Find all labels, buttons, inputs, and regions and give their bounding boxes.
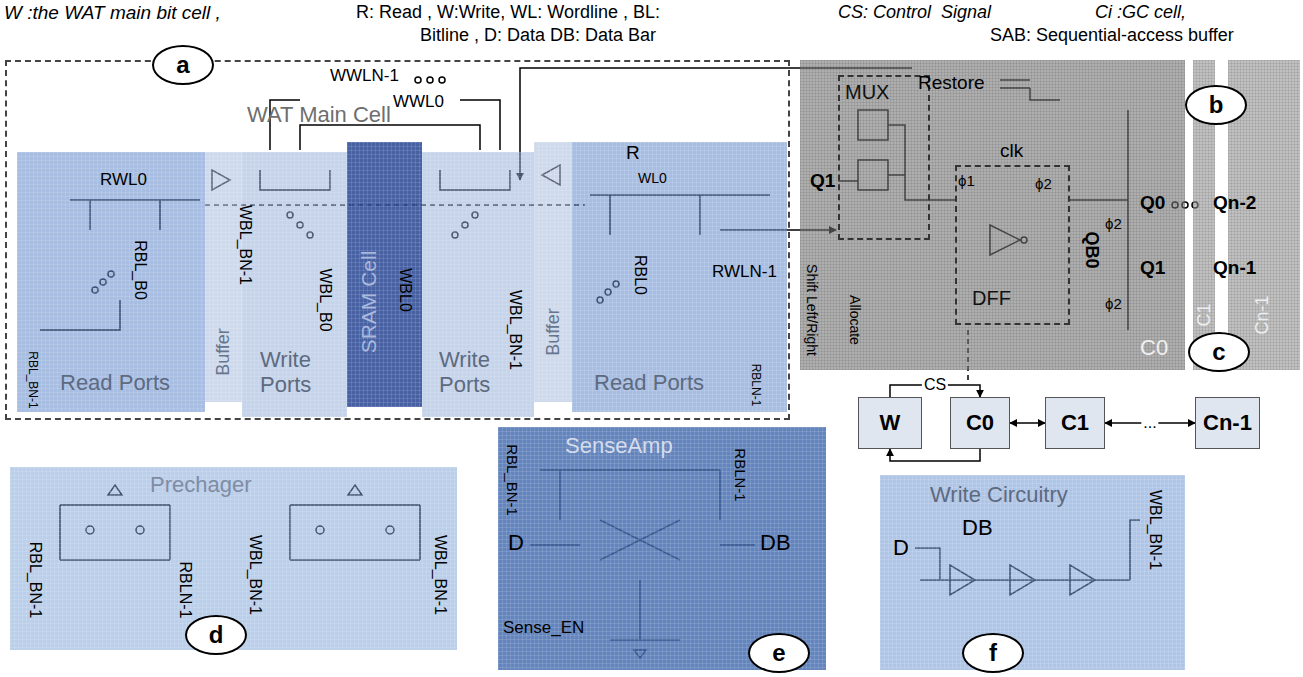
node-text: Buffer: [543, 308, 564, 356]
callout-circle: c: [1188, 332, 1250, 372]
signal-label: WWLN-1: [330, 66, 399, 86]
signal-label: Q1: [1140, 257, 1165, 279]
signal-label: DB: [962, 515, 993, 540]
circuit-stroke: [460, 100, 500, 150]
dashed-region: WAT Main CellRead PortsBufferWrite Ports…: [5, 60, 790, 420]
node-text: SRAM Cell: [357, 251, 381, 354]
signal-label: WBL_BN-1: [236, 205, 254, 285]
edge-label: ...: [1141, 414, 1158, 432]
signal-label: Qn-2: [1213, 192, 1256, 214]
node-text: Write Circuitry: [930, 482, 1068, 507]
signal-label: DB: [760, 530, 791, 555]
legend-note: Bitline , D: Data DB: Data Bar: [420, 25, 656, 46]
callout-circle: d: [185, 615, 247, 655]
connector-arrow: [1010, 422, 1045, 424]
node-text: c: [1212, 338, 1225, 366]
signal-label: Q1: [810, 170, 835, 192]
node-text: a: [176, 51, 189, 79]
edge-label: CS: [922, 376, 948, 394]
signal-label: RBL_BN-1: [503, 444, 520, 516]
node-text: C0: [1140, 335, 1168, 360]
circuit-stroke: [439, 77, 445, 83]
signal-label: QB0: [1082, 231, 1103, 268]
callout-circle: b: [1185, 85, 1247, 125]
signal-label: Q0: [1140, 192, 1165, 214]
signal-label: Restore: [918, 72, 985, 94]
signal-label: D: [893, 535, 909, 560]
node-text: d: [209, 621, 224, 649]
signal-label: RBLN-1: [731, 448, 748, 501]
signal-label: D: [508, 530, 524, 555]
node-text: Buffer: [213, 328, 234, 376]
signal-label: ϕ2: [1035, 175, 1052, 192]
node-text: WAT Main Cell: [247, 102, 391, 127]
signal-label: RBLN-1: [176, 562, 194, 619]
node-text: MUX: [845, 81, 889, 104]
signal-label: RBL_B0: [131, 240, 149, 300]
signal-label: ϕ2: [1105, 215, 1122, 232]
legend-note: Ci :GC cell,: [1095, 2, 1186, 23]
legend-note: R: Read , W:Write, WL: Wordline , BL:: [356, 2, 660, 23]
callout-circle: e: [748, 633, 810, 673]
signal-label: Qn-1: [1213, 257, 1256, 279]
node-text: e: [772, 639, 785, 667]
legend-note: SAB: Sequential-access buffer: [990, 25, 1234, 46]
node-text: Write Ports: [260, 347, 345, 398]
node-text: f: [989, 639, 997, 667]
node-text: b: [1209, 91, 1224, 119]
signal-label: WWL0: [393, 92, 444, 112]
signal-label: RBL0: [631, 255, 649, 295]
circuit-stroke: [427, 77, 433, 83]
node-text: C1: [1194, 303, 1215, 326]
signal-label: clk: [1000, 140, 1023, 162]
signal-label: Sense_EN: [503, 618, 584, 638]
signal-label: RBLN-1: [748, 364, 762, 407]
signal-label: WBL_BN-1: [1146, 490, 1164, 570]
node-text: C1: [1061, 410, 1089, 435]
node-text: Cn-1: [1252, 295, 1273, 334]
signal-label: RWLN-1: [712, 262, 777, 282]
node-text: Cn-1: [1203, 410, 1252, 435]
process-box: W: [858, 397, 922, 449]
node-text: Read Ports: [594, 370, 704, 395]
callout-circle: f: [962, 633, 1024, 673]
process-box: C0: [950, 397, 1010, 449]
node-text: SenseAmp: [565, 433, 673, 458]
callout-circle: a: [152, 45, 214, 85]
node-text: DFF: [972, 287, 1011, 310]
signal-label: ϕ1: [958, 172, 975, 189]
signal-label: WBL0: [396, 268, 414, 312]
signal-label: RBL_BN-1: [26, 542, 44, 618]
buffer-block: Buffer: [205, 152, 242, 402]
signal-label: Shift Left/Right: [804, 264, 820, 356]
signal-label: RBL_BN-1: [25, 351, 39, 408]
process-box: Cn-1: [1195, 397, 1260, 449]
signal-label: R: [626, 142, 640, 164]
signal-label: ϕ2: [1105, 295, 1122, 312]
node-text: C0: [966, 410, 994, 435]
node-text: W: [880, 410, 901, 435]
process-box: C1: [1045, 397, 1105, 449]
signal-label: WL0: [638, 170, 667, 186]
mux-box: MUX: [838, 75, 930, 240]
signal-label: RWL0: [100, 170, 147, 190]
port-block: Read Ports: [17, 152, 205, 412]
signal-label: Allocate: [847, 295, 863, 345]
node-text: Prechager: [150, 472, 252, 497]
signal-label: WBL_BN-1: [506, 290, 524, 370]
legend-note: CS: Control Signal: [838, 2, 991, 23]
circuit-stroke: [415, 77, 421, 83]
signal-label: WBL_BN-1: [431, 535, 449, 615]
node-text: Read Ports: [60, 370, 170, 395]
connector-arrow: [890, 449, 980, 461]
signal-label: WBL_BN-1: [246, 535, 264, 615]
signal-label: WBL_B0: [316, 268, 334, 331]
legend-note: W :the WAT main bit cell ,: [4, 2, 221, 24]
port-block: Write Ports: [422, 152, 534, 417]
buffer-block: Buffer: [534, 142, 572, 402]
circuit-block: Write Circuitry: [880, 475, 1185, 670]
